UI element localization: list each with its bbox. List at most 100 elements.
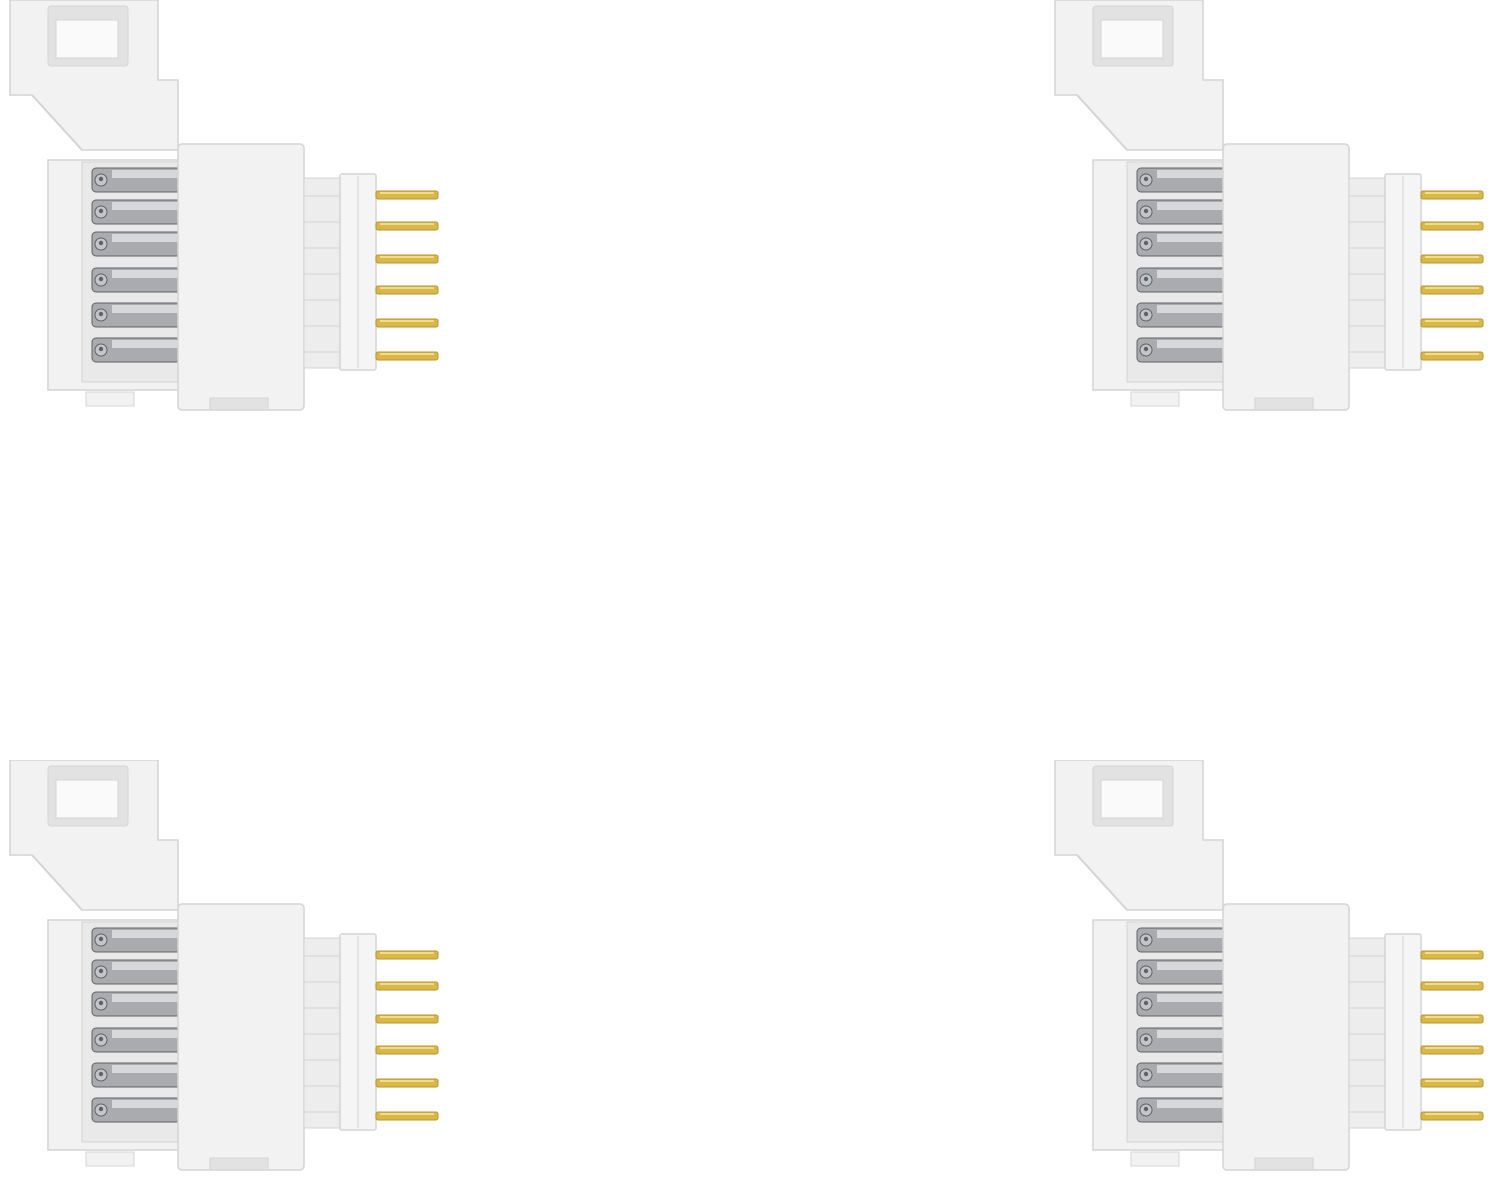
clip-rivet-hole — [98, 311, 104, 317]
metal-clip — [1136, 1097, 1228, 1123]
metal-clip — [91, 1062, 183, 1088]
metal-clip — [91, 199, 183, 225]
gold-pin — [375, 190, 439, 200]
clip-highlight — [1157, 994, 1223, 1002]
clip-rivet-hole — [1143, 208, 1149, 214]
gold-pin — [1420, 1014, 1484, 1024]
connector-top-right — [1045, 0, 1491, 430]
clip-rivet-hole — [1143, 240, 1149, 246]
clip-highlight — [1157, 340, 1223, 348]
gold-pin — [375, 254, 439, 264]
clip-rivet-hole — [98, 346, 104, 352]
gold-pin-shine — [380, 983, 434, 985]
metal-clip — [1136, 927, 1228, 953]
metal-clip — [91, 991, 183, 1017]
clip-highlight — [1157, 1065, 1223, 1073]
gold-pin — [1420, 1111, 1484, 1121]
ribbed-neck — [1348, 937, 1388, 1129]
lid-window-inner — [55, 19, 119, 59]
base-foot — [85, 1151, 135, 1167]
gold-pin-shine — [380, 192, 434, 194]
main-body — [1222, 903, 1350, 1171]
clip-rivet-hole — [1143, 1106, 1149, 1112]
clip-rivet-hole — [98, 208, 104, 214]
gold-pin — [375, 1078, 439, 1088]
gold-pin — [375, 318, 439, 328]
clip-highlight — [112, 202, 178, 210]
metal-clip — [1136, 199, 1228, 225]
clip-rivet-hole — [98, 276, 104, 282]
gold-pin-shine — [1425, 952, 1479, 954]
gold-pin — [375, 221, 439, 231]
clip-rivet-hole — [98, 936, 104, 942]
main-body-notch — [1254, 1157, 1314, 1171]
clip-highlight — [1157, 202, 1223, 210]
main-body-notch — [209, 397, 269, 411]
gold-pin-shine — [1425, 353, 1479, 355]
main-body-notch — [1254, 397, 1314, 411]
gold-pin — [1420, 190, 1484, 200]
clip-highlight — [112, 340, 178, 348]
connector-illustration — [1054, 760, 1484, 1171]
gold-pin-shine — [380, 320, 434, 322]
gold-pin — [375, 1014, 439, 1024]
clip-highlight — [112, 994, 178, 1002]
clip-highlight — [1157, 270, 1223, 278]
clip-rivet-hole — [98, 1071, 104, 1077]
base-foot — [85, 391, 135, 407]
gold-pin — [375, 1111, 439, 1121]
clip-highlight — [1157, 1100, 1223, 1108]
gold-pin-shine — [1425, 223, 1479, 225]
gold-pin — [375, 1045, 439, 1055]
main-body-notch — [209, 1157, 269, 1171]
metal-clip — [91, 167, 183, 193]
clip-highlight — [112, 962, 178, 970]
connector-top-left — [0, 0, 460, 430]
clip-highlight — [1157, 305, 1223, 313]
main-body — [177, 143, 305, 411]
clip-rivet-hole — [98, 1036, 104, 1042]
gold-pin-shine — [1425, 320, 1479, 322]
clip-highlight — [112, 305, 178, 313]
lid-hinge-edge — [1076, 854, 1128, 911]
gold-pin-shine — [1425, 256, 1479, 258]
gold-pin — [1420, 1078, 1484, 1088]
gold-pin — [375, 351, 439, 361]
connector-bottom-left — [0, 760, 460, 1190]
gold-pin — [1420, 351, 1484, 361]
metal-clip — [91, 959, 183, 985]
gold-pin-shine — [380, 353, 434, 355]
gold-pin-shine — [380, 223, 434, 225]
clip-highlight — [1157, 930, 1223, 938]
gold-pin-shine — [1425, 1016, 1479, 1018]
lid-window-inner — [55, 779, 119, 819]
gold-pin-shine — [380, 952, 434, 954]
clip-rivet-hole — [98, 1000, 104, 1006]
gold-pin — [1420, 950, 1484, 960]
clip-highlight — [112, 930, 178, 938]
gold-pin-shine — [1425, 287, 1479, 289]
gold-pin-shine — [1425, 192, 1479, 194]
metal-clip — [1136, 337, 1228, 363]
gold-pin — [375, 981, 439, 991]
clip-rivet-hole — [1143, 1036, 1149, 1042]
metal-clip — [91, 302, 183, 328]
lid-window-inner — [1100, 19, 1164, 59]
clip-rivet-hole — [98, 1106, 104, 1112]
clip-rivet-hole — [1143, 968, 1149, 974]
metal-clip — [91, 231, 183, 257]
lid-hinge-edge — [31, 94, 83, 151]
clip-highlight — [112, 1100, 178, 1108]
gold-pin — [1420, 981, 1484, 991]
clip-rivet-hole — [1143, 1000, 1149, 1006]
metal-clip — [1136, 231, 1228, 257]
main-body — [1222, 143, 1350, 411]
gold-pin-shine — [1425, 1047, 1479, 1049]
metal-clip — [91, 1027, 183, 1053]
clip-rivet-hole — [1143, 936, 1149, 942]
gold-pin-shine — [1425, 1113, 1479, 1115]
gold-pin-shine — [380, 256, 434, 258]
gold-pin — [1420, 254, 1484, 264]
lid-hinge-edge — [31, 854, 83, 911]
gold-pin-shine — [1425, 1080, 1479, 1082]
